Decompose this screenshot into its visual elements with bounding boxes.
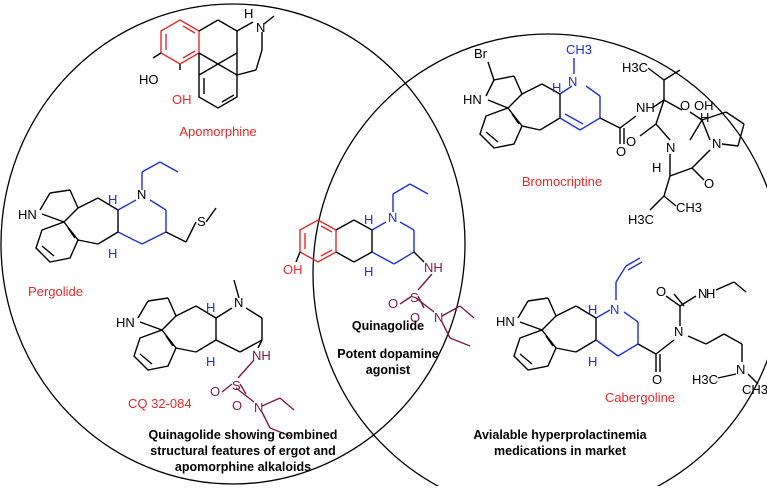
- cabergoline-atom-h3c: H3C: [692, 372, 718, 387]
- right-set-caption-line-2: medications in market: [494, 444, 627, 458]
- cq32084-atom-s: S: [232, 378, 241, 393]
- quinagolide-atom-nh: NH: [424, 260, 443, 275]
- left-set-caption-line-3: apomorphine alkaloids: [175, 460, 311, 474]
- left-set-caption-line-2: structural features of ergot and: [150, 444, 335, 458]
- cabergoline-atom-hn: HN: [496, 314, 515, 329]
- bromocriptine-atom-h-left: H: [652, 160, 661, 175]
- bromocriptine-atom-h: H: [552, 80, 561, 95]
- quinagolide-atom-s: S: [410, 290, 419, 305]
- quinagolide-structure: [295, 183, 475, 347]
- bromocriptine-structure: [479, 58, 745, 211]
- left-set-circle: [0, 3, 466, 485]
- pergolide-atom-h-top: H: [108, 192, 117, 207]
- right-set-circle: [312, 33, 767, 491]
- pergolide-atom-s: S: [197, 214, 206, 229]
- pergolide-atom-n: N: [137, 187, 146, 202]
- center-caption-line-1: Potent dopamine: [337, 347, 438, 361]
- pergolide-atom-hn: HN: [18, 207, 37, 222]
- cq32084-atom-o-left: O: [210, 384, 220, 399]
- apomorphine-atom-oh: OH: [172, 92, 192, 107]
- cq32084-structure: [133, 279, 295, 437]
- cabergoline-structure: [513, 257, 759, 385]
- bromocriptine-atom-nh: NH: [636, 100, 655, 115]
- bromocriptine-atom-o-ring: O: [680, 98, 690, 113]
- apomorphine-name: Apomorphine: [179, 124, 256, 139]
- cabergoline-atom-o-urea: O: [656, 284, 666, 299]
- quinagolide-name: Quinagolide: [352, 319, 424, 333]
- quinagolide-atom-h-bottom: H: [364, 264, 373, 279]
- cabergoline-atom-n: N: [610, 302, 619, 317]
- bromocriptine-atom-ch3-bottom: CH3: [676, 200, 702, 215]
- cabergoline-atom-n-amine: N: [736, 362, 745, 377]
- left-set-caption-line-1: Quinagolide showing combined: [149, 428, 338, 442]
- cabergoline-atom-ch3: CH3: [742, 382, 767, 397]
- cabergoline-atom-n-urea: N: [698, 286, 707, 301]
- bromocriptine-atom-n-right: N: [712, 136, 721, 151]
- bromocriptine-atom-o-left: O: [626, 134, 636, 149]
- bromocriptine-atom-br: Br: [474, 46, 488, 61]
- cabergoline-atom-n-amide: N: [674, 324, 683, 339]
- cq32084-atom-n2: N: [254, 400, 263, 415]
- quinagolide-atom-n: N: [388, 210, 397, 225]
- cq32084-name: CQ 32-084: [128, 396, 192, 411]
- cabergoline-atom-h-bottom: H: [588, 354, 597, 369]
- center-caption-line-2: agonist: [366, 363, 411, 377]
- pergolide-name: Pergolide: [28, 284, 83, 299]
- quinagolide-atom-h-top: H: [364, 212, 373, 227]
- bromocriptine-atom-hn: HN: [463, 92, 482, 107]
- cq32084-atom-h-top: H: [206, 300, 215, 315]
- right-set-caption-line-1: Avialable hyperprolactinemia: [473, 428, 647, 442]
- cq32084-atom-o-bottom: O: [232, 398, 242, 413]
- bromocriptine-atom-oh: OH: [694, 98, 714, 113]
- cq32084-atom-n: N: [234, 295, 243, 310]
- bromocriptine-atom-h3c: H3C: [622, 60, 648, 75]
- bromocriptine-atom-o-amide: O: [616, 144, 626, 159]
- cq32084-atom-hn: HN: [116, 315, 135, 330]
- quinagolide-atom-o-bottom: O: [410, 310, 420, 325]
- apomorphine-atom-n: N: [256, 20, 265, 35]
- bromocriptine-name: Bromocriptine: [522, 174, 602, 189]
- apomorphine-atom-ho: HO: [139, 72, 159, 87]
- bromocriptine-atom-h3c-bottom: H3C: [628, 212, 654, 227]
- cabergoline-atom-h-urea: H: [706, 286, 715, 301]
- bromocriptine-atom-ch3-top: CH3: [566, 42, 592, 57]
- cq32084-atom-nh: NH: [252, 348, 271, 363]
- pergolide-atom-h-bottom: H: [108, 246, 117, 261]
- bromocriptine-atom-n-left: N: [666, 140, 675, 155]
- bromocriptine-atom-o-right: O: [704, 176, 714, 191]
- apomorphine-structure: [152, 15, 275, 109]
- cabergoline-name: Cabergoline: [605, 390, 675, 405]
- quinagolide-atom-n2: N: [434, 310, 443, 325]
- bromocriptine-atom-h-right: H: [700, 110, 709, 125]
- cabergoline-atom-o-amide: O: [652, 372, 662, 387]
- cabergoline-atom-h-top: H: [588, 302, 597, 317]
- quinagolide-atom-o-left: O: [388, 296, 398, 311]
- cq32084-atom-h-bottom: H: [206, 354, 215, 369]
- apomorphine-atom-h: H: [244, 6, 253, 21]
- pergolide-structure: [35, 161, 217, 263]
- bromocriptine-atom-n: N: [568, 74, 577, 89]
- quinagolide-atom-oh: OH: [283, 262, 303, 277]
